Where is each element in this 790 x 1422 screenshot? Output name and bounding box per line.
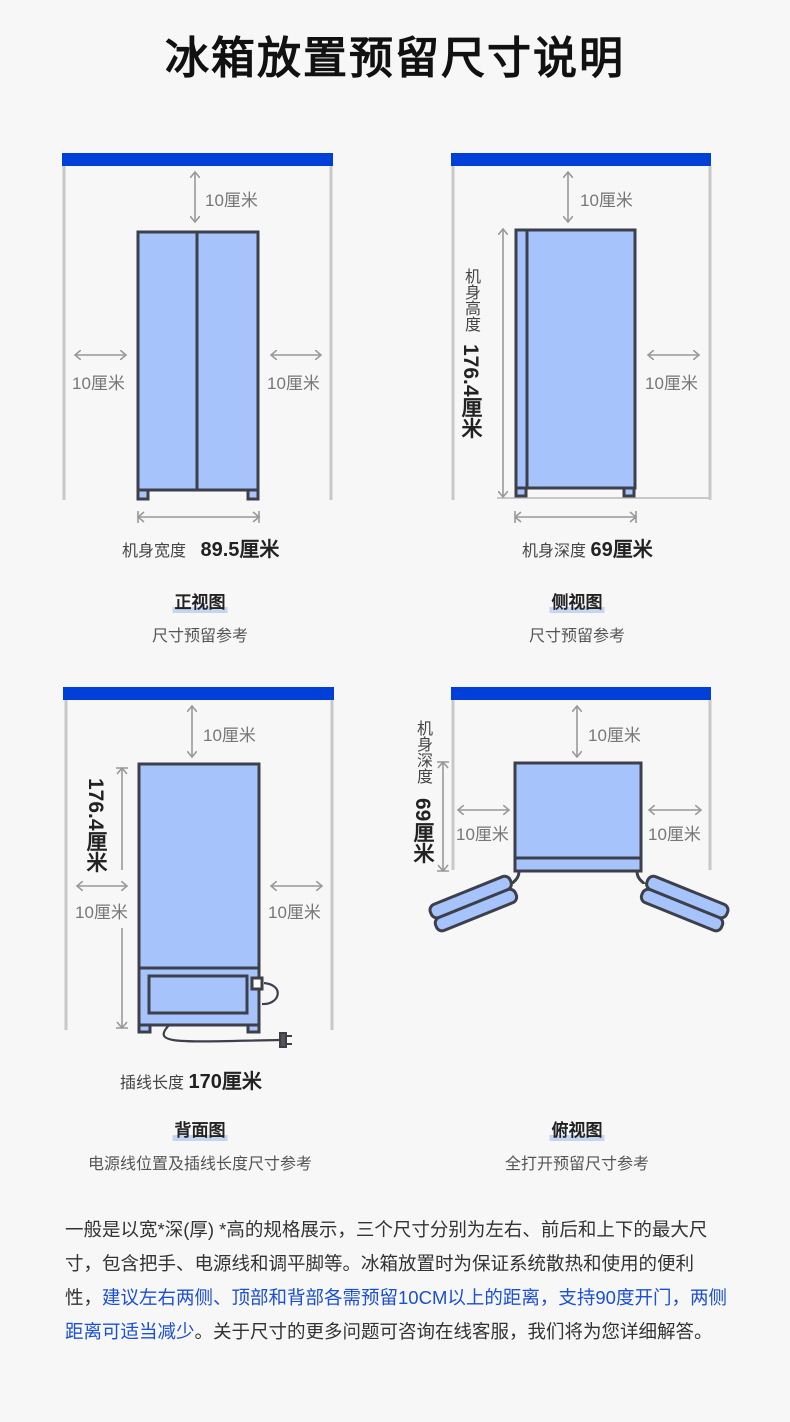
side-height-label: 机身高度	[462, 268, 479, 332]
side-view-caption: 尺寸预留参考	[528, 628, 626, 645]
description-paragraph: 一般是以宽*深(厚) *高的规格展示，三个尺寸分别为左右、前后和上下的最大尺寸，…	[65, 1213, 729, 1349]
side-dim-label: 机身深度	[522, 543, 587, 560]
front-view-name: 正视图	[172, 588, 228, 613]
depth-dim-line	[437, 760, 449, 873]
description-part2: 。关于尺寸的更多问题可咨询在线客服，我们将为您详细解答。	[194, 1321, 713, 1342]
open-door-right	[639, 874, 730, 933]
side-dimension: 机身深度 69厘米	[522, 533, 653, 562]
wall-top-bar	[451, 153, 711, 166]
back-view-name: 背面图	[172, 1116, 228, 1141]
back-view	[63, 687, 334, 1048]
front-dim-value: 89.5厘米	[200, 539, 280, 561]
fridge-front	[136, 230, 260, 501]
fridge-side	[514, 228, 637, 498]
top-view	[428, 687, 730, 933]
top-depth: 机身深度 69厘米	[411, 720, 434, 864]
fridge-back	[137, 762, 264, 1034]
back-dimension: 插线长度 170厘米	[120, 1065, 262, 1094]
top-right-gap-label: 10厘米	[648, 825, 701, 844]
back-dim-value: 170厘米	[188, 1071, 262, 1093]
wall-top-bar	[451, 687, 711, 700]
front-right-gap-label: 10厘米	[267, 374, 320, 393]
top-view-caption: 全打开预留尺寸参考	[504, 1156, 650, 1173]
back-dim-label: 插线长度	[120, 1075, 185, 1092]
top-left-gap-label: 10厘米	[456, 825, 509, 844]
front-left-gap-label: 10厘米	[72, 374, 125, 393]
wall-top-bar	[63, 687, 334, 700]
side-dim-value: 69厘米	[590, 539, 653, 561]
description-part1: 一般是以宽*深(厚) *高的规格展示，三个尺寸分别为左右、前后和上下的最大尺寸，…	[65, 1219, 708, 1308]
front-view-caption: 尺寸预留参考	[151, 628, 249, 645]
back-right-gap-label: 10厘米	[268, 903, 321, 922]
back-top-gap-label: 10厘米	[203, 726, 256, 745]
description-highlight: 建议左右两侧、顶部和背部各需预留10CM以上的距离，支持90度开门，两侧距离可适…	[65, 1287, 727, 1342]
back-height-value: 176.4厘米	[84, 778, 107, 873]
wall-top-bar	[62, 153, 333, 166]
side-height: 机身高度 176.4厘米	[459, 268, 482, 440]
plug-icon	[279, 1032, 292, 1048]
front-top-gap-label: 10厘米	[205, 191, 258, 210]
front-dim-label: 机身宽度	[122, 543, 187, 560]
side-right-gap-label: 10厘米	[645, 374, 698, 393]
top-view-name: 俯视图	[549, 1116, 605, 1141]
page-title: 冰箱放置预留尺寸说明	[165, 34, 625, 83]
height-dim-line	[116, 766, 128, 1030]
top-depth-label: 机身深度	[414, 720, 431, 784]
power-connector	[250, 976, 264, 991]
side-view	[451, 153, 712, 523]
side-top-gap-label: 10厘米	[580, 191, 633, 210]
back-view-caption: 电源线位置及插线长度尺寸参考	[87, 1156, 313, 1173]
open-door-left	[428, 874, 519, 933]
top-depth-value: 69厘米	[411, 798, 434, 864]
front-view	[62, 153, 333, 523]
side-height-value: 176.4厘米	[459, 344, 482, 440]
fridge-top	[428, 761, 730, 933]
back-left-gap-label: 10厘米	[75, 903, 128, 922]
side-view-name: 侧视图	[549, 588, 605, 613]
top-top-gap-label: 10厘米	[588, 726, 641, 745]
power-cord	[162, 981, 292, 1048]
front-dimension: 机身宽度 89.5厘米	[122, 533, 279, 562]
